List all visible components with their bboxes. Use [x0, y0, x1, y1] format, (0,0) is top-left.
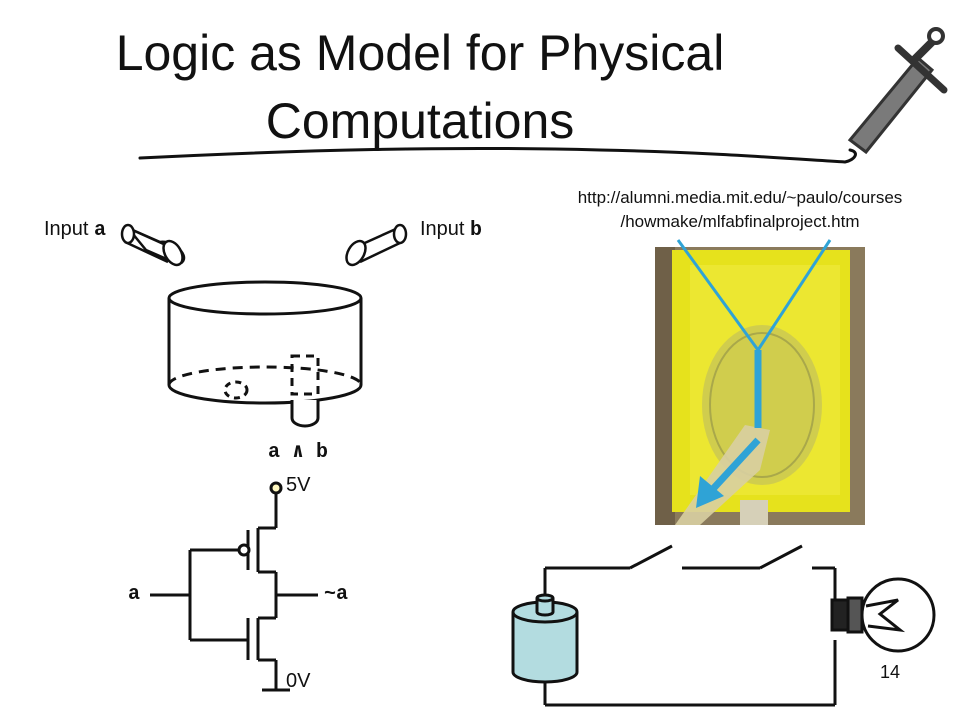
vdd-label: 5V [286, 474, 311, 496]
source-url-line-1: http://alumni.media.mit.edu/~paulo/cours… [577, 188, 903, 207]
source-url-line-2: /howmake/mlfabfinalproject.htm [620, 212, 860, 231]
lightbulb-icon [830, 577, 936, 653]
cmos-inverter [150, 481, 318, 692]
switch-circuit [543, 544, 837, 707]
input-b-label: Input b [420, 218, 483, 242]
tank [167, 280, 363, 428]
battery-icon [511, 593, 579, 684]
slide-title-line-1: Logic as Model for Physical [115, 25, 725, 81]
slide-title-line-2: Computations [265, 93, 575, 149]
flow-arrows [676, 239, 832, 508]
sword-icon [847, 27, 948, 155]
input-b-pipe [345, 223, 408, 267]
input-a-label: Input a [44, 218, 107, 242]
inverter-output-label: ~a [324, 583, 349, 606]
input-a-pipe [120, 223, 186, 267]
inverter-input-label: a [128, 583, 141, 606]
title-underline [138, 146, 857, 164]
switch-icon [629, 544, 673, 570]
switch-icon [759, 544, 803, 570]
gnd-label: 0V [286, 670, 311, 692]
fluid-and-gate [120, 223, 408, 428]
page-number: 14 [880, 662, 901, 682]
and-output-label: a ∧ b [268, 441, 329, 464]
